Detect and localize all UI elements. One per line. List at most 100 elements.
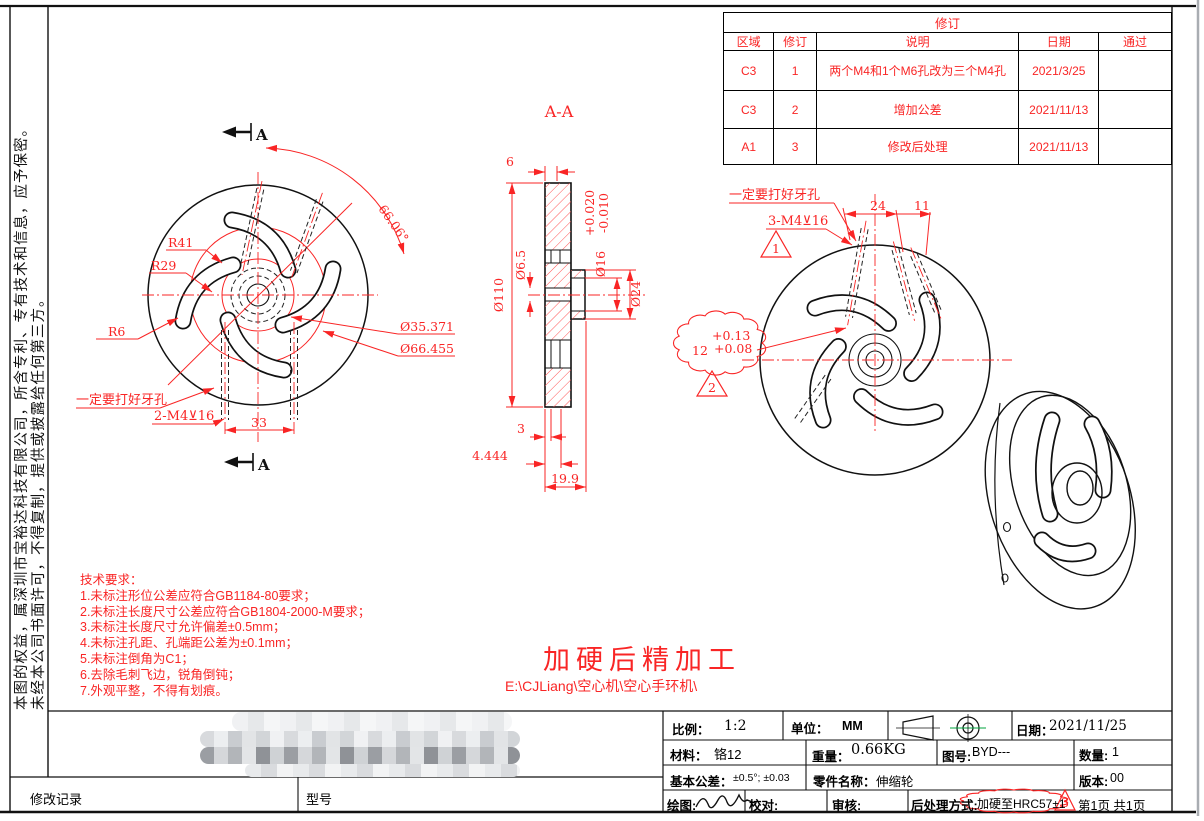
col-zone: 区域	[722, 32, 775, 51]
dim-6: 6	[506, 154, 514, 169]
post-process-cloud	[959, 788, 1069, 814]
section-title: A-A	[544, 102, 574, 121]
model-label: 型号	[306, 792, 333, 807]
technical-requirements: 技术要求： 1.未标注形位公差应符合GB1184-80要求； 2.未标注长度尺寸…	[80, 573, 370, 699]
front-hole-bottom-1	[221, 322, 229, 434]
right-hole-1	[845, 220, 869, 326]
post-process-label: 后处理方式:	[911, 799, 978, 813]
drawing-no-label: 图号:	[942, 750, 972, 764]
revision-row: C3 1 两个M4和1个M6孔改为三个M4孔 2021/3/25	[722, 50, 1172, 91]
svg-text:A: A	[257, 456, 270, 474]
dim-angle: 66.06°	[375, 202, 411, 245]
section-view: A-A 6	[472, 102, 648, 492]
dim-24: 24	[870, 198, 886, 213]
revision-row: C3 2 增加公差 2021/11/13	[722, 90, 1172, 129]
tech-item: 6.去除毛刺飞边，锐角倒钝；	[80, 667, 241, 682]
revision-row: A1 3 修改后处理 2021/11/13	[722, 128, 1172, 165]
revision-marker-3: 3	[1054, 788, 1076, 811]
tech-item: 4.未标注孔距、孔端距公差为±0.1mm；	[80, 636, 298, 651]
page-info: 第1页 共1页	[1078, 799, 1146, 813]
col-desc: 说明	[815, 32, 1020, 51]
confidentiality-note: 本图的权益，属深圳市宝裕达科技有限公司，所含专利、专有技术和信息，应予保密。 未…	[14, 10, 48, 710]
dim-3: 3	[517, 421, 525, 436]
section-arrow-bottom: A	[224, 453, 270, 474]
confidentiality-line-2: 未经本公司书面许可，不得复制，提供或披露给任何第三方。	[31, 291, 47, 711]
weight-value: 0.66KG	[851, 742, 906, 758]
svg-text:A: A	[255, 126, 268, 144]
scale-value: 1:2	[724, 718, 747, 734]
dim-12: 12	[692, 343, 708, 358]
tech-item: 5.未标注倒角为C1；	[80, 651, 194, 666]
date-value: 2021/11/25	[1049, 718, 1127, 734]
col-date: 日期	[1018, 32, 1100, 51]
right-thread: 3-M4⊻16	[768, 214, 828, 229]
tech-item: 1.未标注形位公差应符合GB1184-80要求；	[80, 588, 316, 603]
dim-d110: Ø110	[491, 278, 506, 312]
dim-r6: R6	[108, 324, 125, 339]
tech-item: 7.外观平整，不得有划痕。	[80, 683, 228, 698]
post-process-value: 加硬至HRC57±1	[977, 797, 1066, 811]
col-rev: 修订	[773, 32, 817, 51]
dim-12-tol-up: +0.13	[712, 328, 750, 343]
revision-marker-1: 1	[759, 229, 793, 258]
front-note: 一定要打好牙孔	[76, 392, 167, 407]
dim-r29: R29	[151, 258, 176, 273]
right-note: 一定要打好牙孔	[729, 187, 820, 202]
version-label: 版本:	[1079, 775, 1109, 789]
date-label: 日期：	[1016, 724, 1054, 738]
revision-table-title: 修订	[723, 12, 1172, 33]
material-label: 材料：	[670, 749, 708, 763]
qty-value: 1	[1112, 745, 1119, 759]
front-slots	[174, 211, 342, 379]
right-hole-4	[792, 374, 832, 426]
unit-value: MM	[842, 719, 863, 733]
file-path: E:\CJLiang\空心机\空心手环机\	[505, 678, 698, 694]
dim-d16-tol-dn: -0.010	[596, 193, 611, 233]
front-view: 66.06° R41 R29 R6 Ø35.371 Ø66.455 一定要打好牙…	[76, 123, 455, 474]
scale-label: 比例：	[672, 723, 710, 737]
confidentiality-line-1: 本图的权益，属深圳市宝裕达科技有限公司，所含专利、专有技术和信息，应予保密。	[14, 121, 30, 710]
right-view: 24 11 一定要打好牙孔 3-M4⊻16 1 12 +0.13 +0.08	[672, 187, 1012, 476]
checker-label: 校对:	[749, 799, 779, 813]
dim-11: 11	[914, 198, 930, 213]
right-hole-3	[910, 247, 943, 320]
dim-d65: Ø6.5	[513, 250, 528, 280]
tech-item: 2.未标注长度尺寸公差应符合GB1804-2000-M要求；	[80, 604, 371, 619]
unit-label: 单位：	[791, 722, 829, 736]
tolerance-value: ±0.5°; ±0.03	[733, 772, 790, 784]
dim-d16-tol-up: +0.020	[582, 190, 597, 236]
part-name-label: 零件名称：	[813, 775, 876, 789]
right-hole-2	[891, 241, 917, 321]
svg-text:2: 2	[708, 380, 716, 395]
tech-title: 技术要求：	[80, 573, 143, 587]
record-label: 修改记录	[30, 792, 83, 807]
dim-d24: Ø24	[628, 281, 643, 307]
material-value: 铬12	[714, 747, 742, 762]
revision-table: 修订 区域 修订 说明 日期 通过 C3 1 两个M4和1个M6孔改为三个M4孔…	[722, 12, 1172, 165]
process-note: 加硬后精加工	[543, 645, 741, 675]
weight-label: 重量：	[812, 750, 850, 764]
col-pass: 通过	[1098, 32, 1172, 51]
front-thread: 2-M4⊻16	[154, 409, 214, 424]
section-arrow-top: A	[222, 123, 268, 144]
iso-slots	[1033, 411, 1113, 563]
tech-item: 3.未标注长度尺寸允许偏差±0.5mm；	[80, 620, 286, 635]
dim-d66: Ø66.455	[400, 341, 454, 356]
svg-text:1: 1	[772, 241, 780, 256]
iso-view	[984, 390, 1136, 610]
svg-text:3: 3	[1061, 795, 1069, 810]
dim-4444: 4.444	[472, 448, 508, 463]
dim-d35: Ø35.371	[400, 319, 454, 334]
dim-12-tol-dn: +0.08	[714, 341, 752, 356]
dim-33: 33	[251, 415, 267, 430]
version-value: 00	[1110, 771, 1124, 785]
revision-cloud	[672, 310, 767, 376]
projection-symbol	[896, 714, 986, 742]
drawing-no-value: BYD---	[972, 745, 1011, 759]
front-hole-bottom-2	[290, 322, 298, 434]
dim-d16: Ø16	[593, 251, 608, 277]
dim-r41: R41	[168, 235, 193, 250]
